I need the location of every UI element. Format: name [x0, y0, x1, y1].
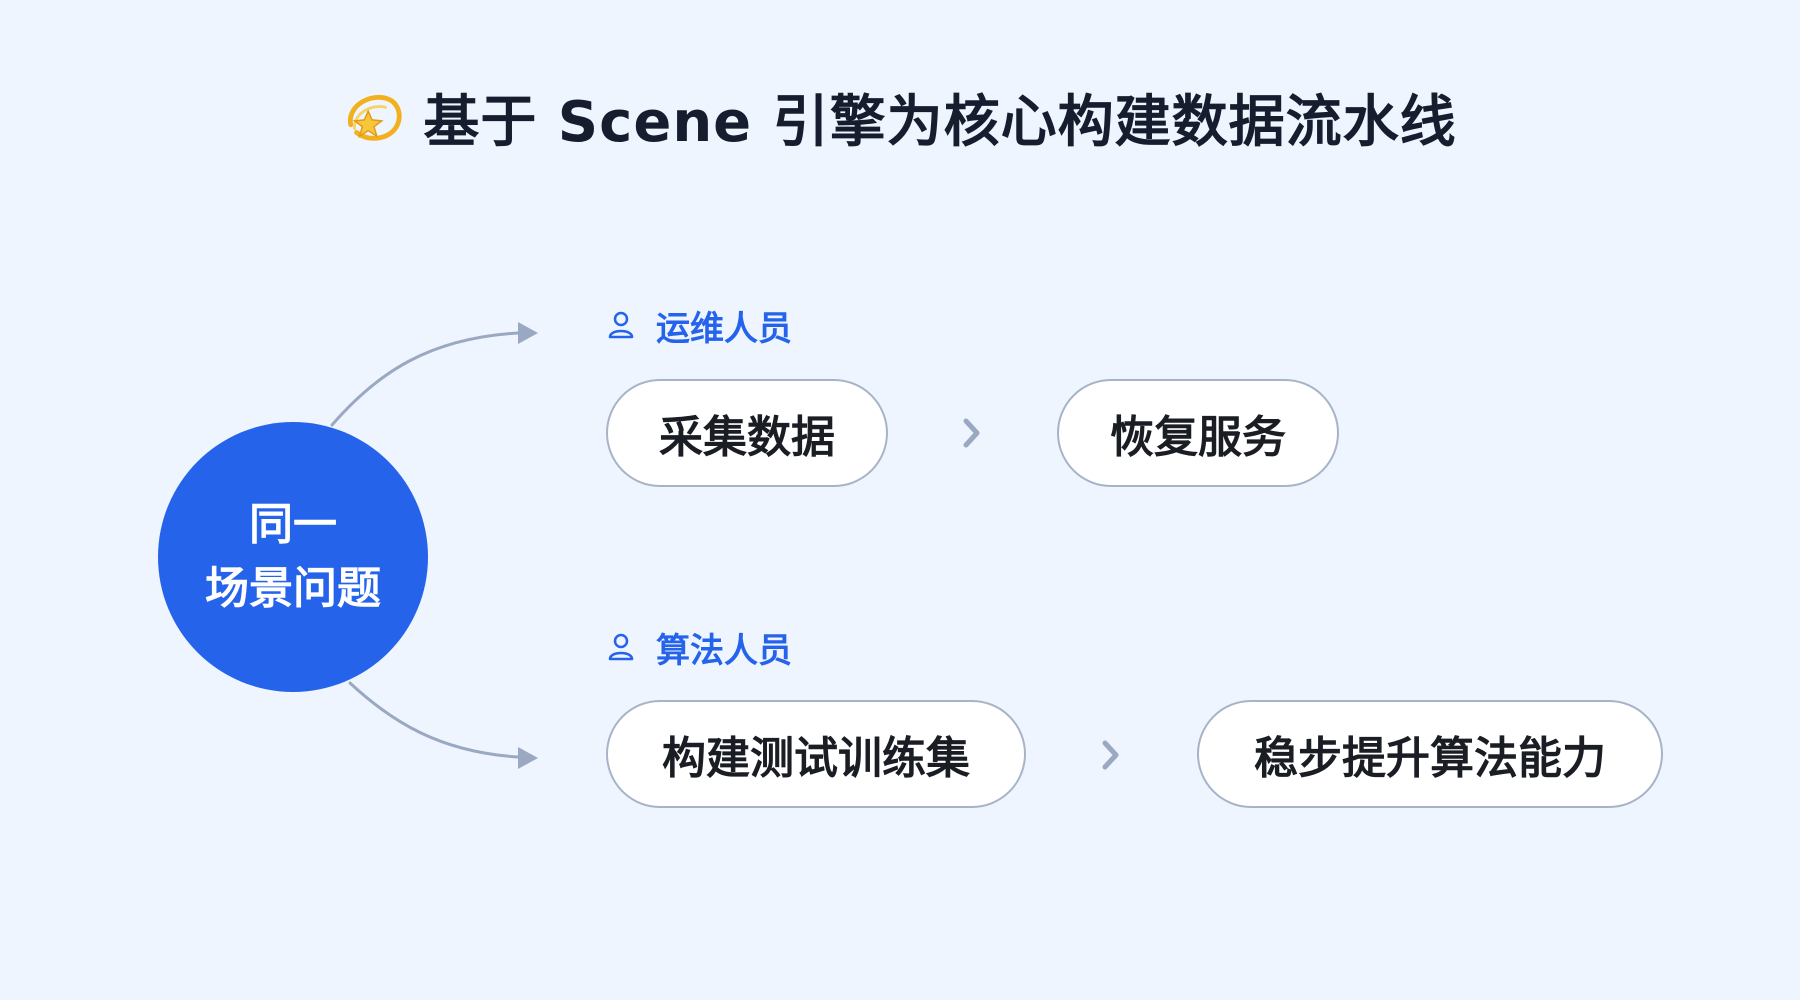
hub-circle: 同一 场景问题: [158, 422, 428, 692]
connector-curve-bottom: [348, 681, 520, 759]
step-improve-algorithm: 稳步提升算法能力: [1197, 700, 1663, 808]
title-text: 基于 Scene 引擎为核心构建数据流水线: [423, 89, 1457, 155]
chevron-right-icon: [1102, 740, 1119, 770]
role-label-algo: 算法人员: [606, 622, 792, 672]
step-label: 构建测试训练集: [662, 733, 970, 784]
hub-line-1: 同一: [249, 499, 337, 550]
arrowhead-bottom: [518, 747, 538, 769]
arrowhead-top: [518, 322, 538, 344]
chevron-right-icon: [963, 418, 980, 448]
step-label: 稳步提升算法能力: [1254, 733, 1606, 784]
dizzy-star-icon: [348, 94, 402, 141]
person-icon: [608, 311, 634, 339]
step-restore-service: 恢复服务: [1057, 379, 1339, 487]
role-label-ops: 运维人员: [606, 300, 792, 350]
step-label: 恢复服务: [1110, 412, 1286, 463]
page-title: 基于 Scene 引擎为核心构建数据流水线: [0, 72, 1800, 162]
role-text-ops: 运维人员: [656, 308, 792, 349]
connector-curve-top: [330, 331, 520, 427]
hub-line-2: 场景问题: [205, 563, 381, 614]
step-build-dataset: 构建测试训练集: [606, 700, 1026, 808]
role-text-algo: 算法人员: [656, 630, 792, 671]
step-label: 采集数据: [659, 412, 835, 463]
step-collect-data: 采集数据: [606, 379, 888, 487]
person-icon: [608, 633, 634, 661]
